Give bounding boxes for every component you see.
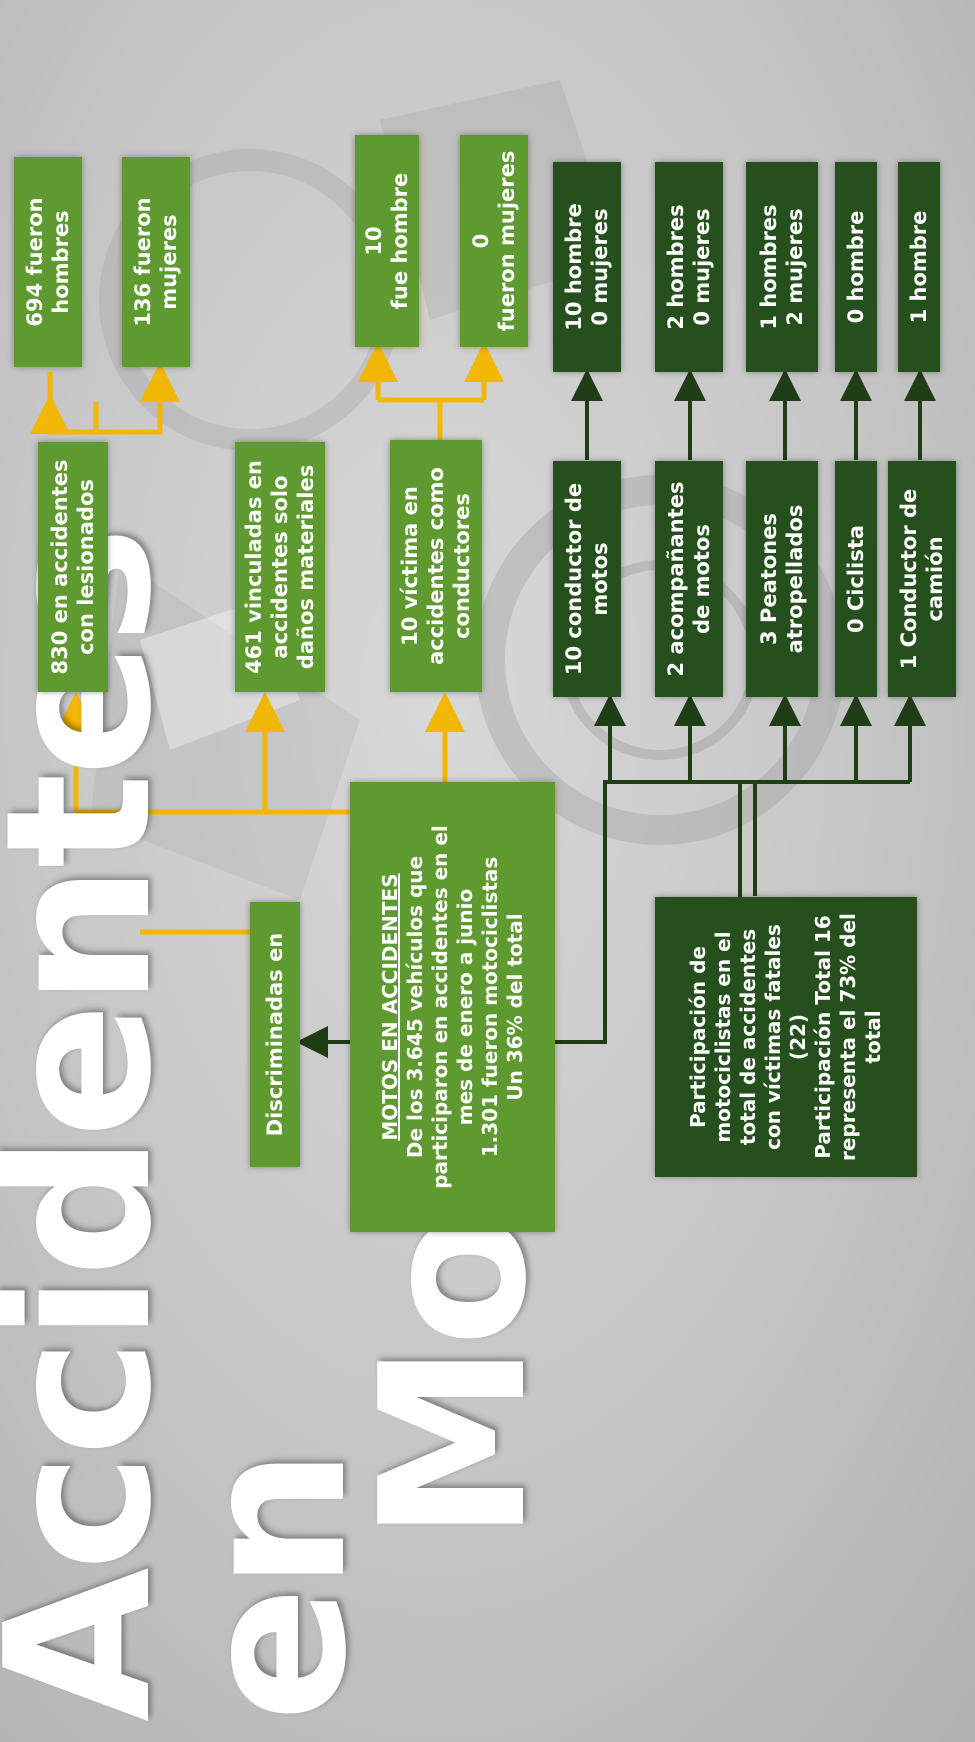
discriminated-box: Discriminadas en (250, 902, 300, 1167)
gender-victim-women-line-1: 0 (468, 233, 493, 249)
category-injured-line-1: 830 en accidentes (47, 459, 72, 675)
gender-box-injured-men: 694 fueron hombres (14, 157, 82, 367)
gender-injured-women-line-2: mujeres (157, 214, 181, 310)
role-gender-drivers-line-2: 0 mujeres (588, 208, 612, 326)
main-summary-line-3: mes de enero a junio (452, 888, 477, 1126)
fatal-line-1: Participación de (686, 946, 710, 1128)
main-summary-line-1: De los 3.645 vehículos que (402, 855, 427, 1159)
gender-victim-men-line-1: 10 (361, 226, 386, 256)
role-drivers-line-2: motos (588, 542, 612, 616)
role-drivers-line-1: 10 conductor de (561, 482, 586, 676)
role-gender-box-pedestrians: 1 hombres 2 mujeres (746, 162, 818, 372)
fatal-line-6: Participación Total 16 (811, 915, 835, 1159)
role-truck-line-1: 1 Conductor de (896, 488, 921, 670)
category-victim-line-3: conductores (450, 493, 475, 639)
main-summary-box: MOTOS EN ACCIDENTES De los 3.645 vehícul… (350, 782, 555, 1232)
role-gender-box-cyclist: 0 hombre (835, 162, 877, 372)
main-summary-heading: MOTOS EN ACCIDENTES (377, 873, 402, 1141)
gender-box-victim-women: 0 fueron mujeres (460, 135, 528, 347)
title-line-1: Accidentes (0, 530, 196, 1722)
category-material-line-3: daños materiales (294, 464, 319, 670)
role-box-passengers: 2 acompañantes de motos (655, 461, 723, 697)
role-gender-box-drivers: 10 hombre 0 mujeres (553, 162, 621, 372)
role-gender-pedestrians-line-1: 1 hombres (756, 204, 781, 330)
role-gender-pedestrians-line-2: 2 mujeres (783, 208, 807, 326)
role-gender-box-passengers: 2 hombres 0 mujeres (655, 162, 723, 372)
category-box-injured: 830 en accidentes con lesionados (38, 442, 108, 692)
main-summary-line-2: participaron en accidentes en el (427, 825, 452, 1189)
gender-injured-men-line-2: hombres (49, 210, 73, 314)
main-summary-line-4: 1.301 fueron motociclistas (477, 856, 502, 1158)
role-gender-drivers-line-1: 10 hombre (561, 203, 586, 331)
role-box-truck-driver: 1 Conductor de camión (888, 461, 956, 697)
role-cyclist-line-1: 0 Ciclista (843, 524, 868, 634)
fatal-line-3: total de accidentes (736, 928, 760, 1146)
role-box-motorcycle-drivers: 10 conductor de motos (553, 461, 621, 697)
gender-box-injured-women: 136 fueron mujeres (122, 157, 190, 367)
category-box-victim-drivers: 10 víctima en accidentes como conductore… (390, 440, 482, 692)
gender-victim-women-line-2: fueron mujeres (495, 150, 519, 332)
fatal-participation-box: Participación de motociclistas en el tot… (655, 897, 917, 1177)
role-pedestrians-line-2: atropellados (783, 504, 807, 654)
role-box-cyclist: 0 Ciclista (835, 461, 877, 697)
role-pedestrians-line-1: 3 Peatones (756, 513, 781, 645)
role-gender-cyclist-line-1: 0 hombre (843, 210, 868, 324)
fatal-line-4: con víctimas fatales (761, 924, 785, 1150)
fatal-line-2: motociclistas en el (711, 931, 735, 1143)
role-gender-box-truck: 1 hombre (898, 162, 940, 372)
gender-injured-women-line-1: 136 fueron (130, 197, 155, 327)
category-victim-line-1: 10 víctima en (397, 486, 422, 646)
role-box-pedestrians: 3 Peatones atropellados (746, 461, 818, 697)
gender-box-victim-men: 10 fue hombre (355, 135, 419, 347)
discriminated-label: Discriminadas en (262, 932, 287, 1137)
role-gender-truck-line-1: 1 hombre (906, 210, 931, 324)
category-victim-line-2: accidentes como (423, 467, 448, 665)
role-passengers-line-2: de motos (690, 524, 714, 634)
category-injured-line-2: con lesionados (74, 479, 98, 655)
fatal-line-8: total (861, 1010, 885, 1064)
role-truck-line-2: camión (923, 536, 947, 622)
category-material-line-1: 461 vinculadas en (241, 460, 266, 674)
fatal-line-5: (22) (786, 1013, 810, 1061)
role-gender-passengers-line-2: 0 mujeres (690, 208, 714, 326)
role-passengers-line-1: 2 acompañantes (663, 481, 688, 677)
role-gender-passengers-line-1: 2 hombres (663, 204, 688, 330)
fatal-line-7: representa el 73% del (836, 913, 860, 1161)
gender-injured-men-line-1: 694 fueron (22, 197, 47, 327)
category-box-material-damage: 461 vinculadas en accidentes solo daños … (235, 442, 325, 692)
category-material-line-2: accidentes solo (267, 475, 292, 659)
gender-victim-men-line-2: fue hombre (388, 172, 412, 310)
main-summary-line-5: Un 36% del total (502, 913, 527, 1101)
